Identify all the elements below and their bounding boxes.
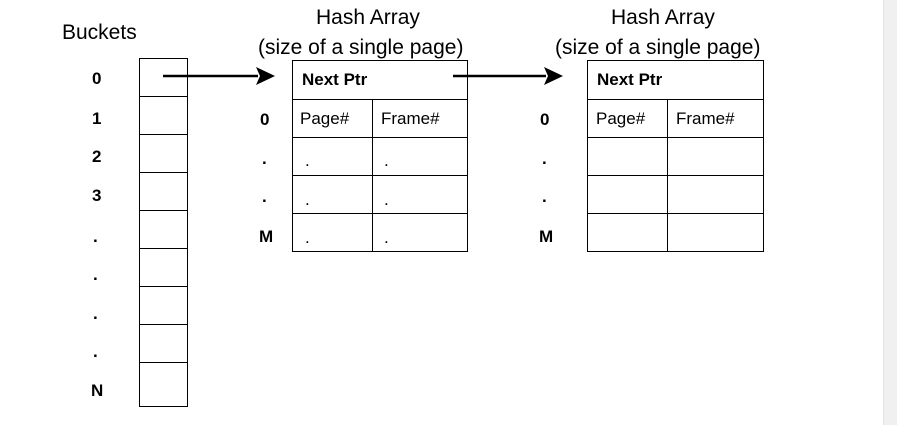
cell-ellipsis: . <box>384 228 389 247</box>
scrollbar[interactable] <box>883 0 897 425</box>
frame-column-header: Frame# <box>676 109 735 128</box>
next-ptr-arrow <box>453 67 563 85</box>
bucket-label: . <box>93 342 98 361</box>
cell-ellipsis: . <box>305 151 310 170</box>
bucket-label: 2 <box>92 147 102 166</box>
bucket-label: N <box>91 381 104 400</box>
bucket-label: . <box>93 227 98 246</box>
row-label: . <box>262 187 267 206</box>
cell-ellipsis: . <box>305 190 310 209</box>
row-label: . <box>542 187 547 206</box>
frame-column-header: Frame# <box>381 109 440 128</box>
next-ptr-label: Next Ptr <box>597 70 663 89</box>
bucket-label: 0 <box>92 69 102 88</box>
hash-array-2-title: Hash Array <box>611 6 715 29</box>
cell-ellipsis: . <box>384 190 389 209</box>
cell-ellipsis: . <box>305 228 310 247</box>
row-label: . <box>262 149 267 168</box>
bucket-label: 3 <box>92 186 102 205</box>
row-label: M <box>259 227 274 246</box>
bucket-label: . <box>93 304 98 323</box>
row-label: M <box>539 227 554 246</box>
page-column-header: Page# <box>300 109 350 128</box>
bucket-to-hash-array-arrow <box>163 67 275 85</box>
page-column-header: Page# <box>596 109 646 128</box>
bucket-label: 1 <box>92 109 102 128</box>
row-label: 0 <box>260 110 270 129</box>
bucket-cell <box>139 362 188 407</box>
hash-array-2-subtitle: (size of a single page) <box>555 36 761 59</box>
row-label: 0 <box>540 110 550 129</box>
buckets-title: Buckets <box>62 21 137 44</box>
cell-ellipsis: . <box>384 151 389 170</box>
bucket-label: . <box>93 265 98 284</box>
row-label: . <box>542 149 547 168</box>
hash-array-1-title: Hash Array <box>316 6 420 29</box>
hash-array-1-subtitle: (size of a single page) <box>258 36 464 59</box>
frame-cell <box>667 213 764 252</box>
frame-cell <box>372 213 468 252</box>
next-ptr-label: Next Ptr <box>302 70 368 89</box>
